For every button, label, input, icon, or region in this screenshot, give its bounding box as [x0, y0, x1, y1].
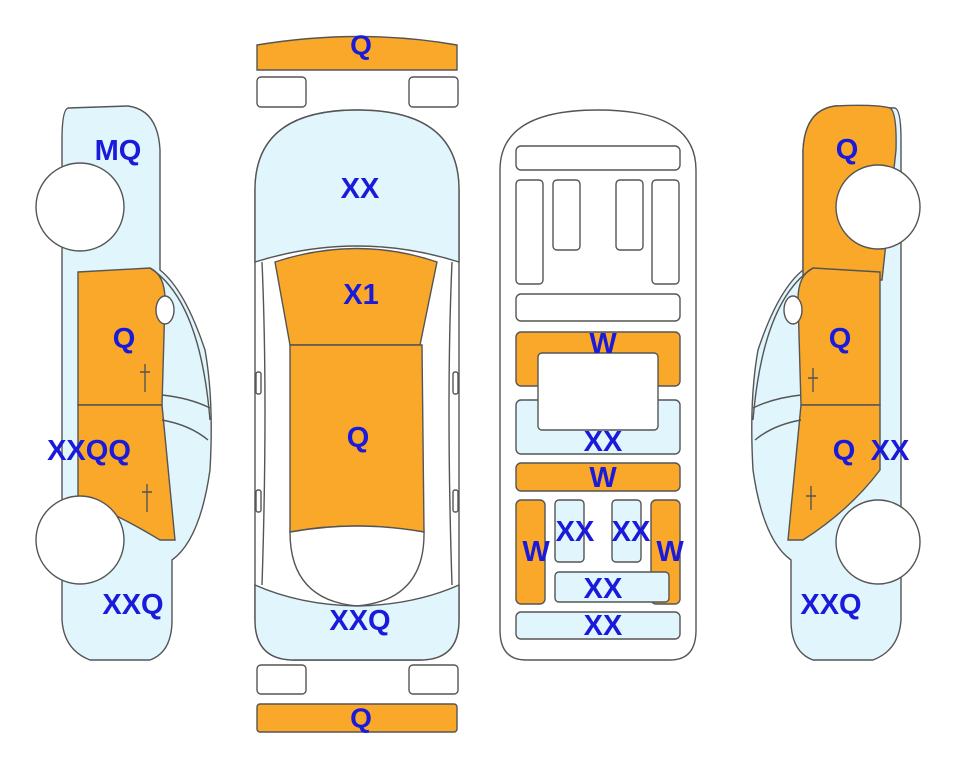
- label-left-front-door: Q: [113, 323, 136, 355]
- front-right-tab: [408, 76, 459, 108]
- label-right-front-door: Q: [829, 323, 852, 355]
- label-middle-crossmember: W: [589, 462, 617, 494]
- underbody-right-inner: [615, 179, 644, 251]
- underbody-view: W XX W XX XX W W XX XX: [499, 109, 697, 661]
- rear-floor-panel: [515, 611, 681, 640]
- middle-crossmember-panel: [515, 462, 681, 492]
- left-floor-pan-panel: [554, 499, 585, 563]
- top-left-handle: [255, 489, 262, 513]
- right-window-line: [752, 267, 814, 421]
- rear-glass-panel: [289, 525, 425, 607]
- label-front-bumper: Q: [350, 30, 372, 61]
- front-bumper-panel: [256, 35, 458, 71]
- label-roof: Q: [347, 422, 370, 454]
- right-rear-handle: [806, 486, 816, 510]
- right-mirror: [783, 295, 803, 325]
- top-right-handle: [452, 489, 459, 513]
- right-rear-wheel: [835, 499, 921, 585]
- left-beltline: [161, 394, 211, 409]
- rear-left-tab: [256, 664, 307, 695]
- right-front-handle: [808, 368, 818, 392]
- label-left-rear-door: XXQQ: [47, 435, 131, 467]
- underbody-opening: [537, 352, 659, 431]
- label-center-floor: XX: [584, 426, 623, 458]
- label-trunk: XXQ: [329, 605, 390, 637]
- hood-panel: [254, 109, 460, 263]
- windshield-panel: [274, 247, 438, 346]
- left-a-pillar: [261, 261, 266, 586]
- label-right-rear-door-lower: XX: [871, 435, 910, 467]
- right-front-wheel: [835, 164, 921, 250]
- label-front-crossmember: W: [589, 328, 617, 360]
- top-left-mirror: [255, 371, 262, 395]
- front-left-tab: [256, 76, 307, 108]
- label-right-floor-pan: XX: [612, 516, 651, 548]
- top-view: Q XX X1 Q XXQ Q: [254, 30, 460, 734]
- left-rail-panel: [515, 499, 546, 605]
- label-right-rail: W: [656, 536, 684, 568]
- right-beltline: [752, 394, 802, 409]
- left-side-view: MQ Q XXQQ XXQ: [35, 105, 212, 661]
- underbody-upper-bar: [515, 293, 681, 322]
- right-side-view: Q Q Q XX XXQ: [751, 104, 921, 661]
- left-mirror: [155, 295, 175, 325]
- label-rear-bumper: Q: [350, 703, 372, 734]
- left-front-handle: [140, 364, 150, 392]
- right-floor-pan-panel: [611, 499, 642, 563]
- rear-tunnel-panel: [554, 571, 670, 603]
- label-windshield: X1: [343, 279, 378, 311]
- right-beltline-lower: [754, 419, 802, 441]
- underbody-left-frame: [515, 179, 544, 285]
- label-right-front-fender: Q: [836, 134, 859, 166]
- label-right-rear-quarter: XXQ: [800, 589, 861, 621]
- underbody-left-inner: [552, 179, 581, 251]
- label-left-rear-quarter: XXQ: [102, 589, 163, 621]
- label-hood: XX: [341, 173, 380, 205]
- label-rear-floor: XX: [584, 610, 623, 642]
- top-right-mirror: [452, 371, 459, 395]
- left-window-line: [149, 267, 211, 421]
- rear-bumper-panel: [256, 703, 458, 733]
- label-left-front-fender: MQ: [95, 135, 142, 167]
- label-right-rear-door: Q: [833, 435, 856, 467]
- label-left-rail: W: [522, 536, 550, 568]
- underbody-right-frame: [651, 179, 680, 285]
- rear-right-tab: [408, 664, 459, 695]
- left-front-wheel: [35, 162, 125, 252]
- label-rear-tunnel: XX: [584, 573, 623, 605]
- left-beltline-lower: [161, 419, 209, 441]
- underbody-front-bar: [515, 145, 681, 171]
- trunk-panel: [254, 583, 460, 661]
- right-a-pillar: [448, 261, 453, 586]
- left-rear-wheel: [35, 495, 125, 585]
- left-rear-handle: [142, 484, 152, 512]
- label-left-floor-pan: XX: [556, 516, 595, 548]
